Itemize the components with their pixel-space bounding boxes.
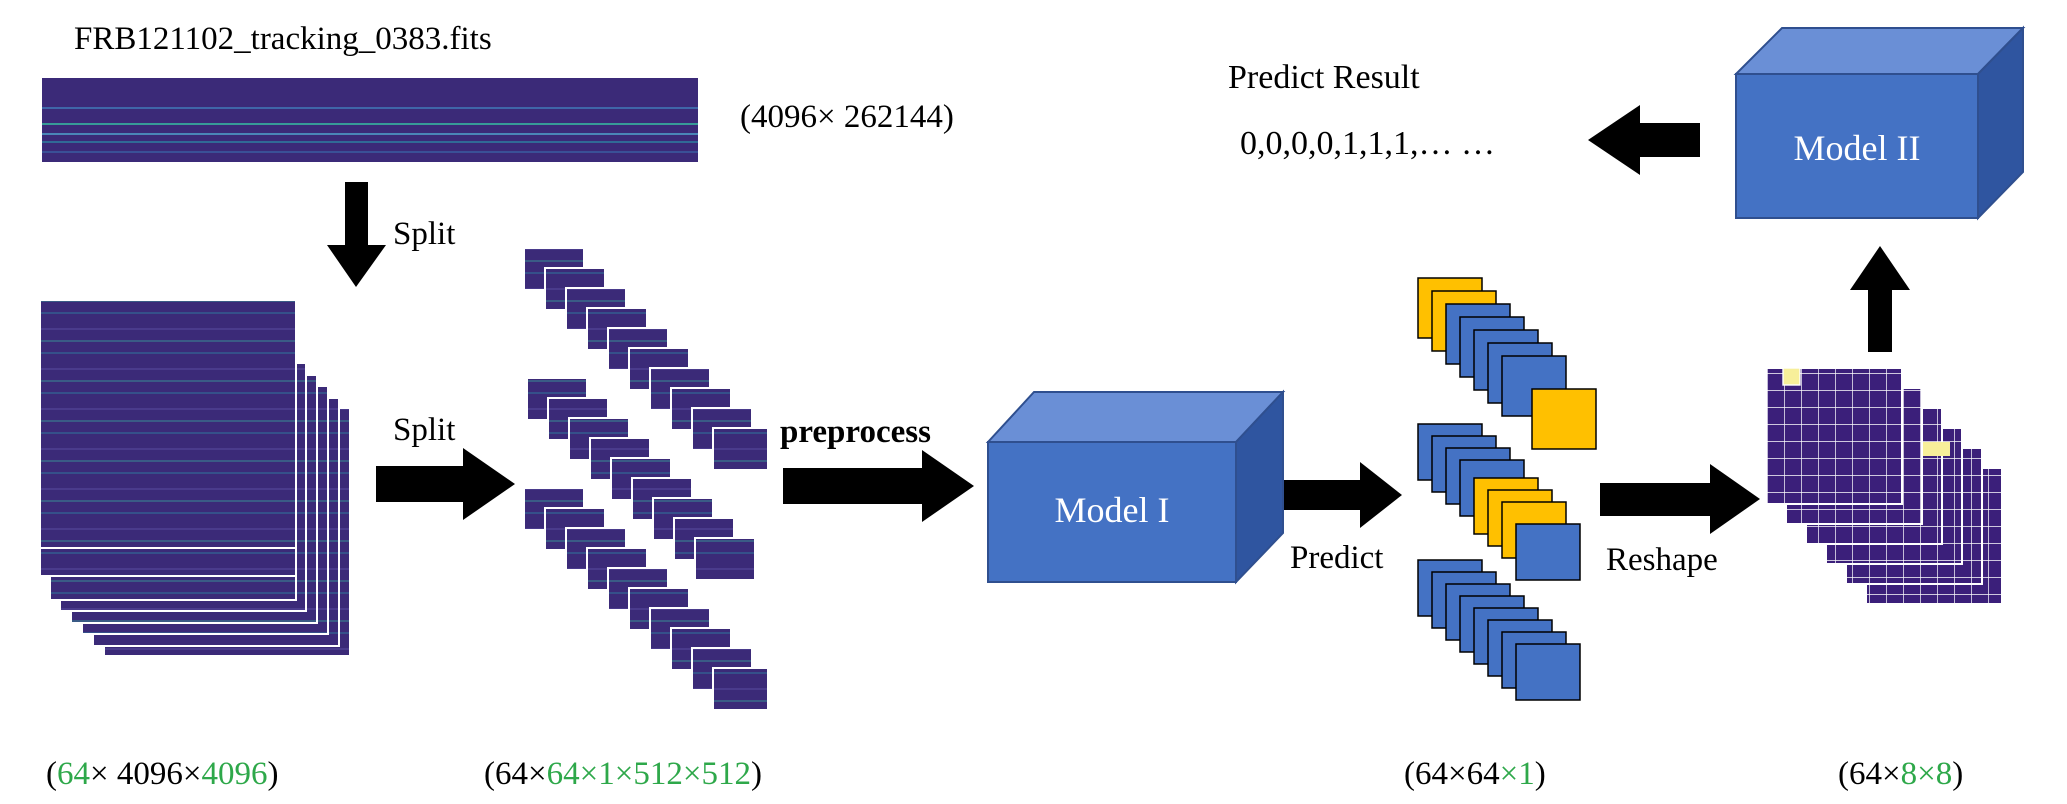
shape-caption-grids: (64×8×8) <box>1838 756 1963 792</box>
left-arrow-icon <box>1588 105 1700 175</box>
split-stack <box>39 299 351 657</box>
down-arrow-icon <box>327 182 386 287</box>
shape-caption-predictions: (64×64×1) <box>1404 756 1546 792</box>
result-values: 0,0,0,0,1,1,1,… … <box>1240 125 1495 162</box>
tile-stacks <box>523 247 769 711</box>
right-arrow-icon <box>1600 464 1760 534</box>
reshape-label: Reshape <box>1606 542 1718 578</box>
model-2-box <box>1733 25 2026 221</box>
grid-stack <box>1765 367 2003 605</box>
right-arrow-icon <box>376 448 515 520</box>
prediction-blocks <box>1417 277 1597 701</box>
input-spectrogram <box>42 78 698 162</box>
predict-label: Predict <box>1290 540 1383 576</box>
right-arrow-icon <box>783 450 974 522</box>
up-arrow-icon <box>1850 246 1910 352</box>
shape-caption-tiles: (64×64×1×512×512) <box>484 756 762 792</box>
preprocess-label: preprocess <box>780 414 931 450</box>
input-dims: (4096× 262144) <box>740 99 954 135</box>
model-2-label: Model II <box>1794 128 1921 168</box>
result-title: Predict Result <box>1228 59 1420 96</box>
model-1-box <box>985 389 1286 585</box>
model-1-label: Model I <box>1055 490 1170 530</box>
shape-caption-split-stack: (64× 4096×4096) <box>46 756 278 792</box>
split-label-2: Split <box>393 412 455 448</box>
input-filename: FRB121102_tracking_0383.fits <box>74 21 492 57</box>
right-arrow-icon <box>1284 462 1402 528</box>
split-label-1: Split <box>393 216 455 252</box>
